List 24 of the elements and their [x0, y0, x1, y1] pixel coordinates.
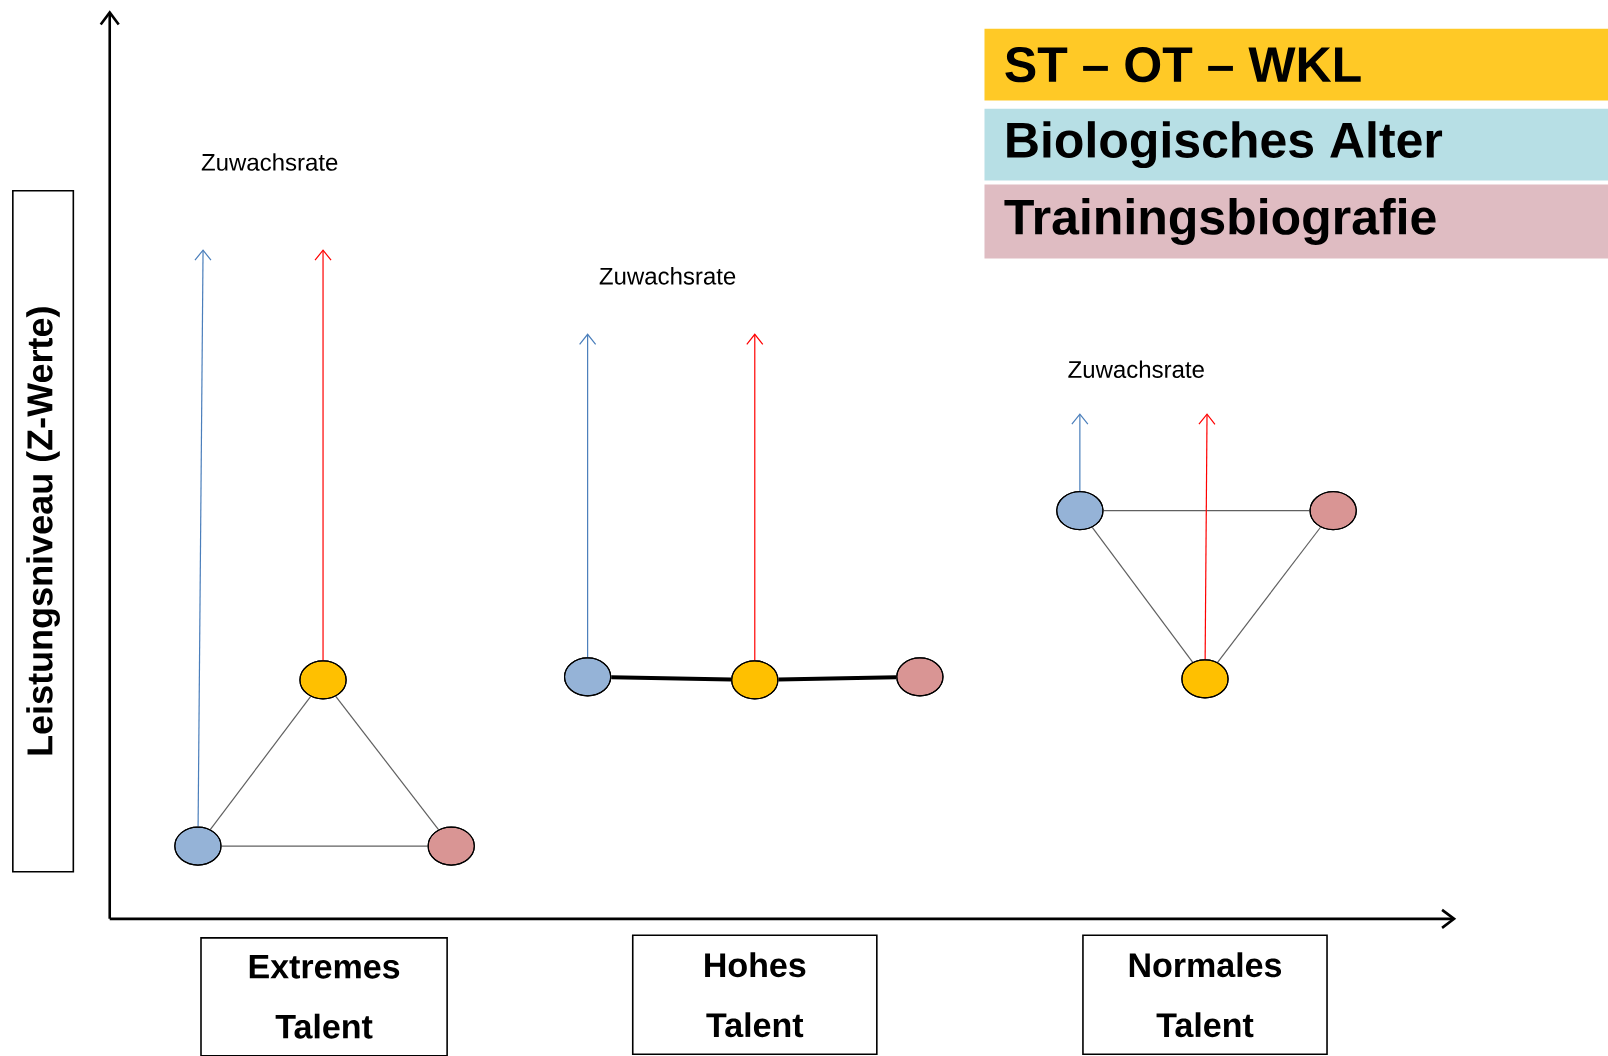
connector-line [1217, 526, 1322, 663]
connector-line [335, 695, 440, 830]
connector-line [221, 845, 429, 847]
growth-label: Zuwachsrate [1068, 360, 1204, 378]
arrow [746, 333, 764, 661]
connector-line [1102, 509, 1311, 512]
connector-line [611, 675, 732, 682]
arrow [1198, 413, 1216, 660]
legend-band: Biologisches Alter [984, 108, 1608, 181]
connector-line [778, 675, 897, 682]
arrow [314, 249, 332, 661]
axis-label-box: Leistungsniveau (Z-Werte) [12, 189, 75, 873]
growth-label: Zuwachsrate [201, 153, 338, 171]
arrow [579, 333, 597, 658]
connector-line [209, 695, 312, 830]
legend-band: Trainingsbiografie [984, 184, 1608, 259]
arrow [194, 249, 212, 827]
category-box: Hohes Talent [631, 934, 878, 1055]
legend-band: ST – OT – WKL [984, 28, 1608, 101]
connector-line [1091, 526, 1194, 663]
category-box: Extremes Talent [200, 936, 448, 1056]
growth-label: Zuwachsrate [599, 266, 736, 285]
arrow [1071, 413, 1089, 492]
category-box: Normales Talent [1082, 934, 1328, 1055]
